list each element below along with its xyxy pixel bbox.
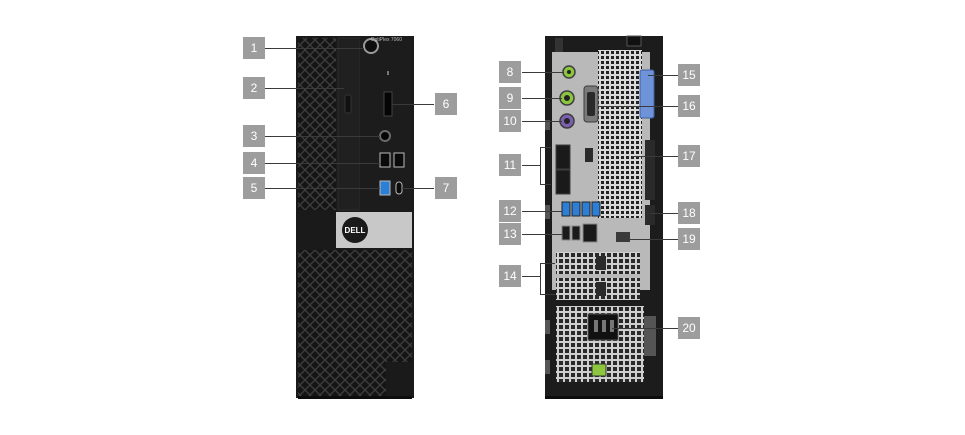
psu-led	[591, 363, 607, 377]
optical-eject	[344, 94, 352, 114]
bracket-14	[540, 263, 555, 295]
leader-17	[632, 156, 678, 157]
headset-jack-shape	[379, 130, 391, 142]
leader-1	[264, 48, 364, 49]
callout-5: 5	[243, 177, 265, 199]
callout-13: 13	[499, 223, 521, 245]
leader-7	[402, 188, 434, 189]
leader-18	[650, 213, 678, 214]
leader-12	[522, 211, 562, 212]
leader-15	[648, 75, 678, 76]
leader-4	[264, 163, 380, 164]
power-button-shape	[363, 38, 379, 54]
leader-8	[522, 72, 564, 73]
callout-9: 9	[499, 87, 521, 109]
callout-11: 11	[499, 154, 521, 176]
leader-16	[598, 106, 678, 107]
callout-6: 6	[435, 93, 457, 115]
leader-9	[522, 98, 562, 99]
leader-3	[264, 136, 380, 137]
callout-15: 15	[678, 64, 700, 86]
callout-7: 7	[435, 177, 457, 199]
rear-vent-top	[598, 50, 642, 218]
sd-slot-shape	[383, 91, 393, 117]
callout-20: 20	[678, 317, 700, 339]
release-latch	[639, 69, 655, 119]
callout-14: 14	[499, 265, 521, 287]
model-label: OptiPlex 7060	[371, 37, 403, 43]
leader-2	[264, 88, 344, 89]
callout-10: 10	[499, 110, 521, 132]
svg-text:D​ELL: D​ELL	[345, 226, 366, 235]
leader-13	[522, 234, 562, 235]
callout-18: 18	[678, 202, 700, 224]
leader-6	[392, 104, 434, 105]
callout-17: 17	[678, 145, 700, 167]
leader-11	[522, 165, 540, 166]
bracket-11	[540, 147, 551, 185]
callout-19: 19	[678, 228, 700, 250]
front-tower: D​ELL	[296, 36, 414, 399]
leader-10	[522, 121, 562, 122]
leader-14	[522, 276, 540, 277]
callout-2: 2	[243, 77, 265, 99]
rear-tower	[545, 35, 663, 399]
callout-16: 16	[678, 95, 700, 117]
callout-4: 4	[243, 152, 265, 174]
callout-12: 12	[499, 200, 521, 222]
ethernet-shape	[582, 223, 598, 243]
callout-8: 8	[499, 61, 521, 83]
callout-1: 1	[243, 37, 265, 59]
callout-3: 3	[243, 125, 265, 147]
leader-20	[612, 328, 678, 329]
leader-5	[264, 188, 380, 189]
front-mesh-left	[298, 38, 336, 210]
leader-19	[620, 239, 678, 240]
